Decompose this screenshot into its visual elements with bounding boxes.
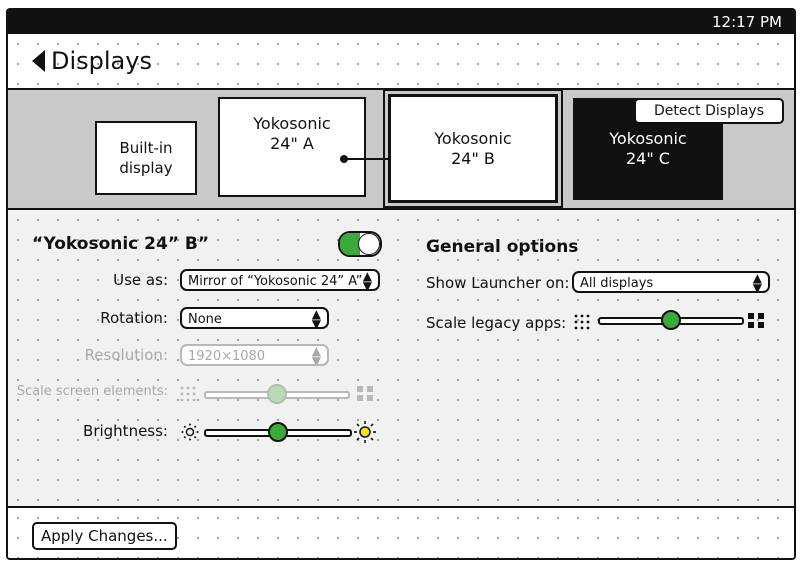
app-frame: 12:17 PM Displays Built-in display Yokos… [6,8,796,560]
page-title: Displays [51,47,152,75]
footer-bar: Apply Changes... [8,506,794,558]
use-as-label: Use as: [113,271,168,289]
display-yokosonic-a[interactable]: Yokosonic 24" A [218,97,366,197]
apply-changes-button[interactable]: Apply Changes... [32,522,177,550]
select-chevron-icon: ▲▼ [362,269,372,291]
display-b-label: Yokosonic 24" B [434,128,512,168]
large-grid-icon [357,386,373,401]
scale-legacy-label: Scale legacy apps: [426,314,567,332]
small-grid-icon [574,314,590,330]
detect-displays-button[interactable]: Detect Displays [634,98,784,124]
show-launcher-value: All displays [580,276,654,291]
scale-legacy-slider-knob[interactable] [661,310,681,330]
mirror-arrow-line [346,158,402,160]
brightness-slider-knob[interactable] [268,422,288,442]
resolution-label: Resolution: [84,346,168,364]
select-chevron-icon: ▲▼ [311,344,321,366]
rotation-value: None [188,312,222,327]
dim-sun-icon [181,423,199,441]
back-button[interactable]: Displays [32,46,152,76]
scale-elements-label: Scale screen elements: [16,384,168,399]
show-launcher-label: Show Launcher on: [426,274,570,292]
small-grid-icon [180,386,196,402]
scale-elements-slider-knob [267,384,287,404]
header: Displays [8,34,794,90]
toggle-fill [340,233,360,255]
chevron-left-icon [32,50,45,72]
display-c-label: Yokosonic 24" C [609,129,687,168]
display-builtin-label: Built-in display [119,139,173,177]
general-options-title: General options [426,237,579,257]
selected-display-title: “Yokosonic 24” B” [32,234,210,254]
large-grid-icon [748,313,764,328]
status-time: 12:17 PM [712,13,782,31]
select-chevron-icon: ▲▼ [752,271,762,293]
use-as-value: Mirror of “Yokosonic 24” A” [188,274,363,289]
bright-sun-icon [354,421,376,443]
show-launcher-select[interactable]: All displays ▲▼ [572,271,770,293]
rotation-label: Rotation: [100,309,168,327]
resolution-select: 1920×1080 ▲▼ [180,344,329,366]
display-builtin[interactable]: Built-in display [95,121,197,195]
rotation-select[interactable]: None ▲▼ [180,307,329,329]
display-a-label: Yokosonic 24" A [253,114,331,153]
toggle-knob [358,233,380,255]
resolution-value: 1920×1080 [188,349,266,364]
brightness-label: Brightness: [83,422,168,440]
display-yokosonic-b-selected[interactable]: Yokosonic 24" B [383,89,563,208]
use-as-select[interactable]: Mirror of “Yokosonic 24” A” ▲▼ [180,269,380,291]
display-arrangement: Built-in display Yokosonic 24" A Yokoson… [8,89,794,210]
select-chevron-icon: ▲▼ [311,307,321,329]
mirror-source-dot [340,155,348,163]
status-bar: 12:17 PM [8,10,794,34]
display-enabled-toggle[interactable] [338,231,382,257]
